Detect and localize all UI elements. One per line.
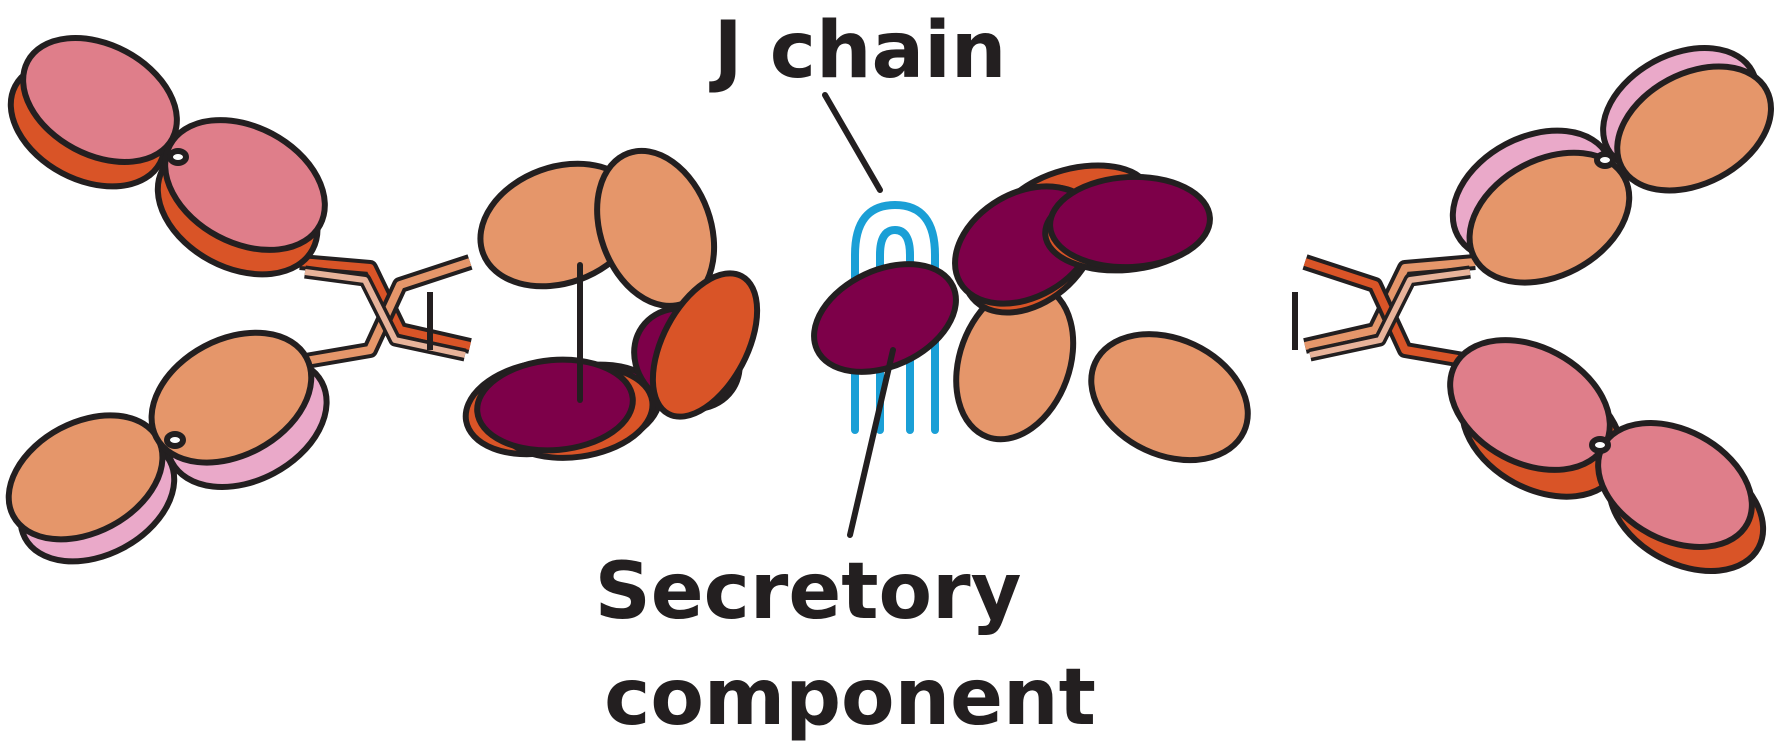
left-fc-region <box>458 134 778 467</box>
right-upper-fab-arm <box>1430 23 1775 309</box>
secretory-component <box>797 243 974 393</box>
left-lower-fab-arm <box>0 307 349 587</box>
right-lower-fab-arm <box>1428 314 1775 596</box>
right-fc-region <box>934 150 1268 484</box>
j-chain-label: J chain <box>709 6 1007 96</box>
left-iga-monomer <box>0 13 779 587</box>
left-upper-fab-arm <box>0 13 347 301</box>
secretory-component-label-line2: component <box>604 653 1096 743</box>
j-chain-pointer-line <box>825 95 880 190</box>
right-iga-monomer <box>934 23 1775 596</box>
right-hinge-region <box>1295 262 1475 362</box>
left-hinge-region <box>300 262 470 362</box>
secretory-component-label-line1: Secretory <box>595 547 1022 637</box>
